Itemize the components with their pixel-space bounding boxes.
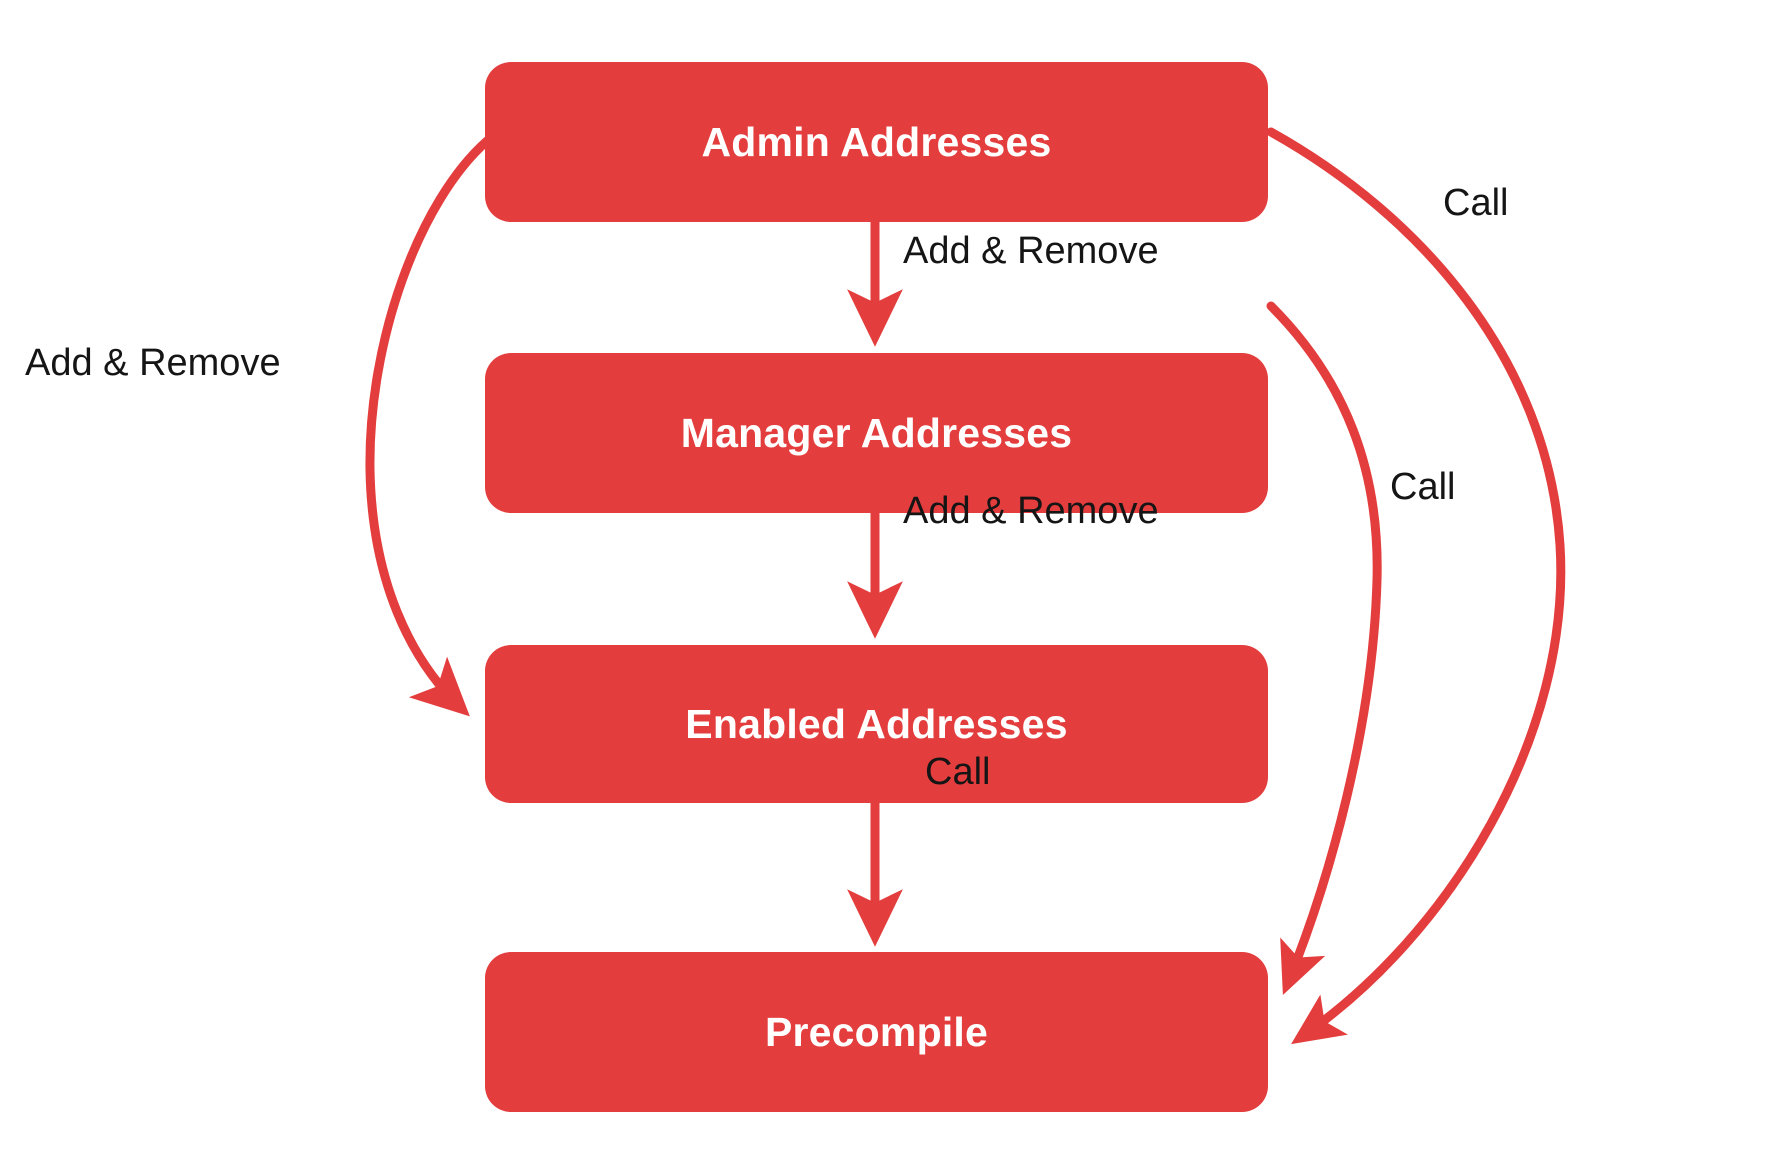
node-label-enabled-addresses: Enabled Addresses [685,700,1068,747]
edge-label-manager-to-precompile: Call [1390,466,1456,508]
edge-label-admin-to-manager: Add & Remove [903,230,1159,272]
edge-manager-to-precompile [1266,301,1382,995]
node-precompile[interactable]: Precompile [485,952,1268,1112]
node-label-precompile: Precompile [764,1008,989,1055]
edge-label-admin-to-precompile: Call [1443,182,1509,224]
edge-admin-to-precompile [1266,127,1566,1045]
node-label-admin-addresses: Admin Addresses [701,118,1052,165]
node-label-manager-addresses: Manager Addresses [680,409,1073,456]
node-enabled-addresses[interactable]: Enabled Addresses [485,645,1268,803]
node-manager-addresses[interactable]: Manager Addresses [485,353,1268,513]
edge-admin-to-enabled [365,136,492,717]
edge-label-manager-to-enabled: Add & Remove [903,490,1159,532]
edge-label-admin-to-enabled: Add & Remove [25,342,281,384]
edge-label-enabled-to-precompile: Call [925,751,991,793]
node-admin-addresses[interactable]: Admin Addresses [485,62,1268,222]
